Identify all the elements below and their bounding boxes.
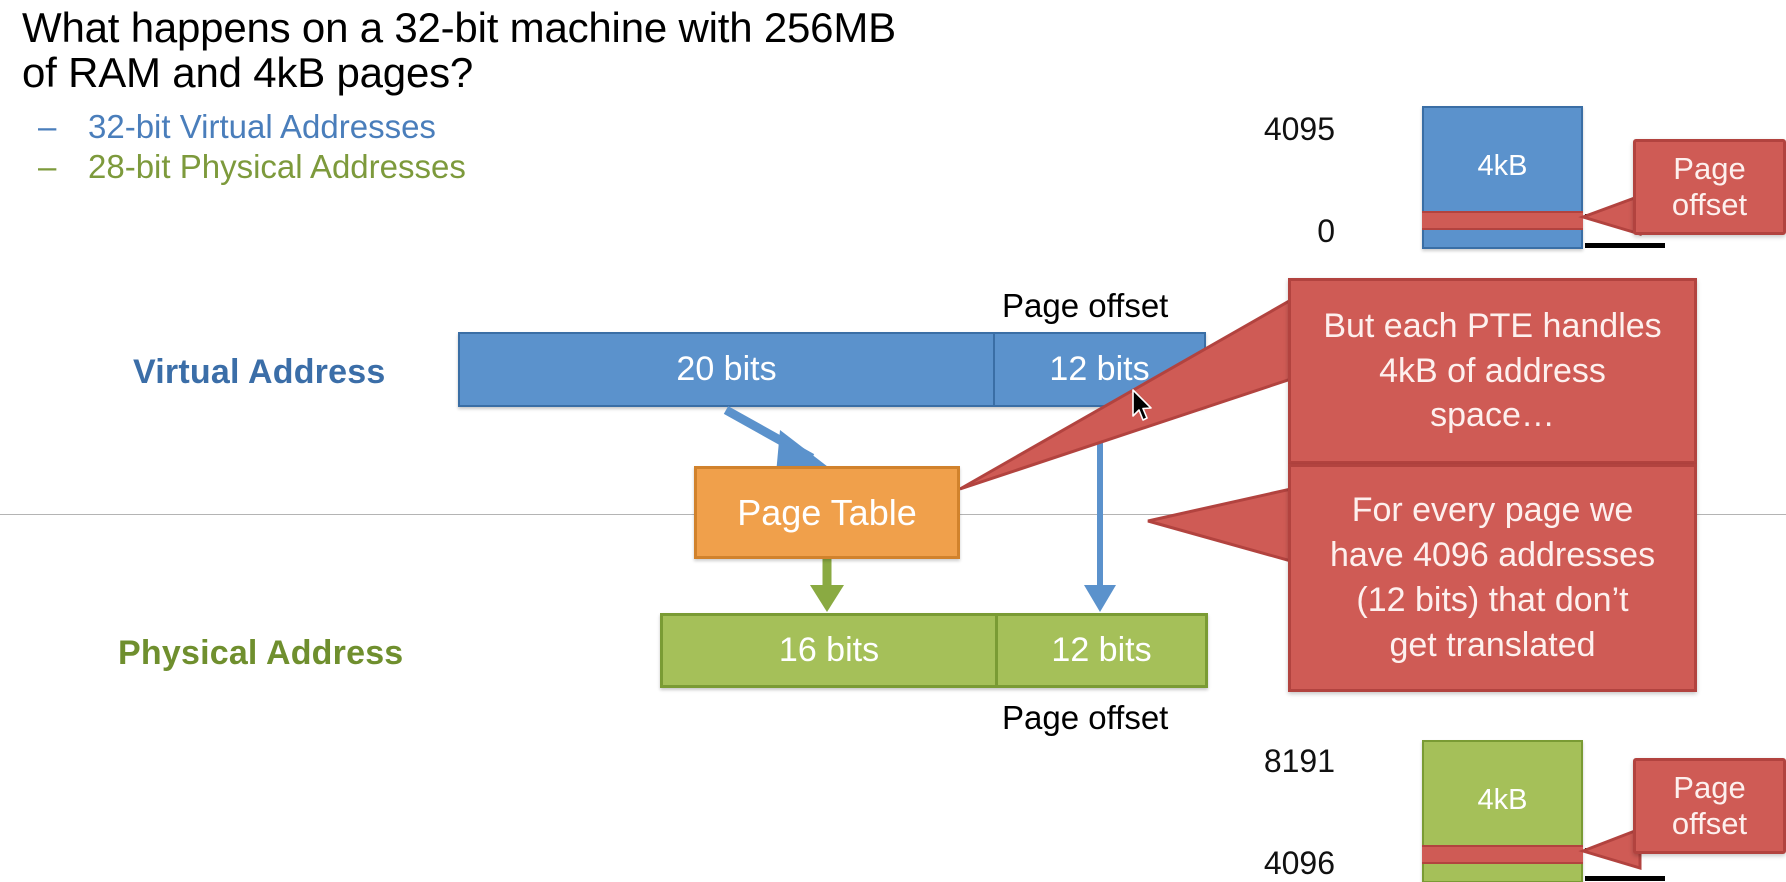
physical-page-box: 4kB: [1422, 740, 1583, 882]
virtual-page-top-address: 4095: [1263, 111, 1335, 147]
callout-translate-line-1: For every page we: [1351, 491, 1634, 530]
virtual-address-offset-segment: 12 bits: [995, 334, 1204, 405]
callout-pte-handles: But each PTE handles 4kB of address spac…: [1288, 278, 1697, 464]
callout-translate-line-3: (12 bits) that don’t: [1356, 581, 1629, 619]
callout-pte-line-3: space…: [1430, 396, 1555, 435]
physical-page-offset-caption: Page offset: [1002, 699, 1169, 736]
virtual-address-vpn-segment: 20 bits: [460, 334, 995, 405]
virtual-page-offset-stripe: [1422, 211, 1583, 230]
callout-pte-line-1: But each PTE handles: [1323, 306, 1662, 345]
virtual-address-bar: 20 bits 12 bits: [458, 332, 1206, 407]
callout-untranslated-bits: For every page we have 4096 addresses (1…: [1288, 464, 1697, 692]
virtual-page-offset-caption: Page offset: [1002, 287, 1169, 324]
virtual-page-tick-lower: [1585, 243, 1665, 248]
virtual-address-label: Virtual Address: [133, 353, 386, 391]
physical-page-top-address: 8191: [1263, 743, 1335, 779]
physical-page-tick-lower: [1585, 876, 1665, 881]
page-table-box: Page Table: [694, 466, 960, 559]
bullet-label-virtual: 32-bit Virtual Addresses: [88, 108, 436, 145]
physical-page-size-label: 4kB: [1477, 784, 1528, 816]
physical-page-offset-stripe: [1422, 845, 1583, 864]
physical-address-bar: 16 bits 12 bits: [660, 613, 1208, 688]
bullet-list: – 32-bit Virtual Addresses – 28-bit Phys…: [38, 108, 838, 188]
virtual-page-bottom-address: 0: [1317, 213, 1335, 249]
vpn-to-page-table-arrow: [723, 406, 832, 474]
mini-callout-top-line-2: offset: [1671, 187, 1748, 222]
mini-callout-bottom-line-2: offset: [1671, 806, 1748, 841]
callout-translate-line-2: have 4096 addresses: [1329, 536, 1656, 575]
bullet-item-physical: – 28-bit Physical Addresses: [38, 148, 838, 187]
dash-icon: –: [38, 147, 57, 185]
mouse-pointer-icon: [1132, 389, 1152, 421]
offset-passthrough-arrow: [1084, 409, 1116, 612]
callout-translate-line-4: get translated: [1389, 625, 1596, 664]
mini-callout-page-offset-top: Page offset: [1633, 139, 1786, 235]
bullet-item-virtual: – 32-bit Virtual Addresses: [38, 108, 838, 147]
physical-address-offset-segment: 12 bits: [998, 616, 1205, 685]
virtual-page-box: 4kB: [1422, 106, 1583, 249]
callout-pte-line-2: 4kB of address: [1379, 351, 1606, 390]
mini-callout-page-offset-bottom: Page offset: [1633, 758, 1786, 854]
mini-callout-top-line-1: Page: [1673, 151, 1746, 187]
dash-icon: –: [38, 108, 57, 145]
page-table-to-ppn-arrow: [810, 559, 844, 612]
page-title: What happens on a 32-bit machine with 25…: [22, 4, 896, 96]
physical-address-ppn-segment: 16 bits: [663, 616, 998, 685]
mini-callout-bottom-line-1: Page: [1673, 770, 1746, 806]
physical-page-bottom-address: 4096: [1263, 845, 1335, 881]
callout-translate-tail: [1147, 487, 1293, 563]
virtual-page-size-label: 4kB: [1477, 150, 1528, 182]
physical-address-label: Physical Address: [118, 634, 404, 672]
bullet-label-physical: 28-bit Physical Addresses: [88, 147, 466, 185]
